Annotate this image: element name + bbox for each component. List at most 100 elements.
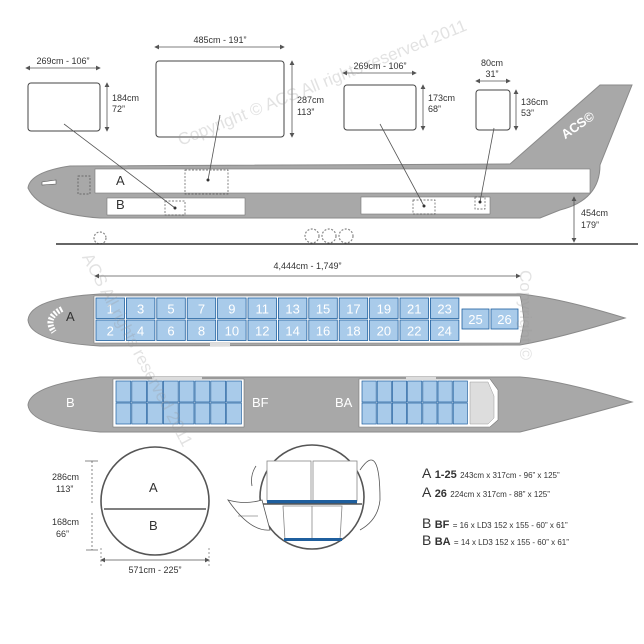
pallet-number: 19 [377,301,391,316]
pallet-12 [247,319,277,341]
ld3-ba-container [361,402,377,425]
lower-deck-containers [115,380,468,425]
legend-key: B [422,515,432,531]
ld3-ba-container [422,402,438,425]
door1-width: 269cm - 106” [36,56,90,66]
door2-width: 485cm - 191” [193,35,247,45]
side-deck-b-label: B [116,197,125,212]
main-deck-length: 4,444cm - 1,749” [273,261,342,271]
side-view-fuselage [27,84,633,219]
door2-height-in: 113” [297,107,315,117]
cargo-door-4 [475,89,511,131]
pallet-4 [126,319,156,341]
ld3-bf-container [115,402,132,425]
pallet-number: 4 [137,323,144,338]
pallet-14 [277,319,308,341]
ld3-ba-container [437,380,453,403]
legend-num: 26 [434,488,447,500]
pallet-7 [186,297,217,319]
side-deck-a-label: A [116,173,125,188]
legend-num: BA [434,536,451,548]
cargo-door-1 [27,82,101,132]
ld3-bf-container [163,402,179,425]
pallet-number: 12 [255,323,269,338]
door3-height-in: 68” [428,104,442,114]
pallet-number: 20 [377,323,391,338]
pallet-number: 21 [407,301,421,316]
ld3-bf-container [178,380,195,403]
ld3-bf-container [226,402,242,425]
door1-height-in: 72” [112,104,126,114]
main-deck-side [94,168,591,194]
legend-row-2: A 26 224cm x 317cm - 88” x 125” [422,484,550,500]
pallet-number: 10 [225,323,239,338]
xs-lower-height-cm: 168cm [52,517,80,527]
pallet-number: 17 [346,301,360,316]
ld3-bf-container [210,402,226,425]
ld3-ba-container [407,380,423,403]
ld3-bf-container [194,402,211,425]
pallet-number: 11 [256,301,270,316]
legend-row-4: B BA = 14 x LD3 152 x 155 - 60” x 61” [422,532,569,548]
door3-height-cm: 173cm [428,93,456,103]
cross-section-left [85,446,210,566]
ld3-bf-container [147,380,163,403]
door1-height-cm: 184cm [112,93,140,103]
pallet-21 [399,297,429,319]
ld3-bf-container [147,402,163,425]
xs-upper-height-cm: 286cm [52,472,80,482]
ld3-bf-container [210,380,226,403]
pallet-22 [399,319,429,341]
door4-width-in: 31” [485,69,499,79]
ld3-bf-container [131,380,147,403]
ld3-ba-container [376,402,392,425]
lower-deck-b-label: B [66,395,75,410]
lower-deck-plan [27,376,634,433]
xs-width: 571cm - 225” [128,565,182,575]
pallet-13 [277,297,308,319]
legend-key: A [422,484,432,500]
pallet-number: 6 [167,323,174,338]
pallet-3 [126,297,156,319]
main-deck-a-label: A [66,309,75,324]
pallet-10 [217,319,247,341]
door2-height-cm: 287cm [297,95,325,105]
door4-height-in: 53” [521,108,535,118]
pallet-number: 22 [407,323,421,338]
pallet-9 [217,297,247,319]
pallet-number: 26 [497,312,511,327]
legend-text: = 16 x LD3 152 x 155 - 60” x 61” [452,521,568,530]
ld3-bf-container [115,380,132,403]
xs-upper-height-in: 113” [56,484,74,494]
cross-section-right [227,444,381,550]
ld3-bf-container [163,380,179,403]
pallet-5 [156,297,186,319]
pallet-number: 3 [137,301,144,316]
door3-width: 269cm - 106” [353,61,407,71]
ld3-ba-container [437,402,453,425]
pallet-number: 23 [437,301,451,316]
pallet-number: 18 [346,323,360,338]
ld3-bf-container [178,402,195,425]
lower-fwd-label: BF [252,395,269,410]
ld3-ba-container [452,402,468,425]
pallet-16 [308,319,338,341]
lower-aft-label: BA [335,395,353,410]
ld3-bf-container [131,402,147,425]
legend-key: A [422,465,432,481]
legend-text: 224cm x 317cm - 88” x 125” [450,490,550,499]
door-dimension-boxes [25,44,519,138]
ld3-ba-container [392,402,407,425]
door4-height-cm: 136cm [521,97,549,107]
ld3-ba-container [452,380,468,403]
door4-width-cm: 80cm [480,58,503,68]
legend-text: = 14 x LD3 152 x 155 - 60” x 61” [453,538,569,547]
pallet-number: 1 [107,301,114,316]
watermark-3: Copyright © [516,270,535,361]
pallet-number: 16 [316,323,330,338]
legend-row-3: B BF = 16 x LD3 152 x 155 - 60” x 61” [422,515,568,531]
pallet-24 [429,319,460,341]
legend-row-1: A 1-25 243cm x 317cm - 96” x 125” [422,465,560,481]
pallet-number: 13 [285,301,299,316]
